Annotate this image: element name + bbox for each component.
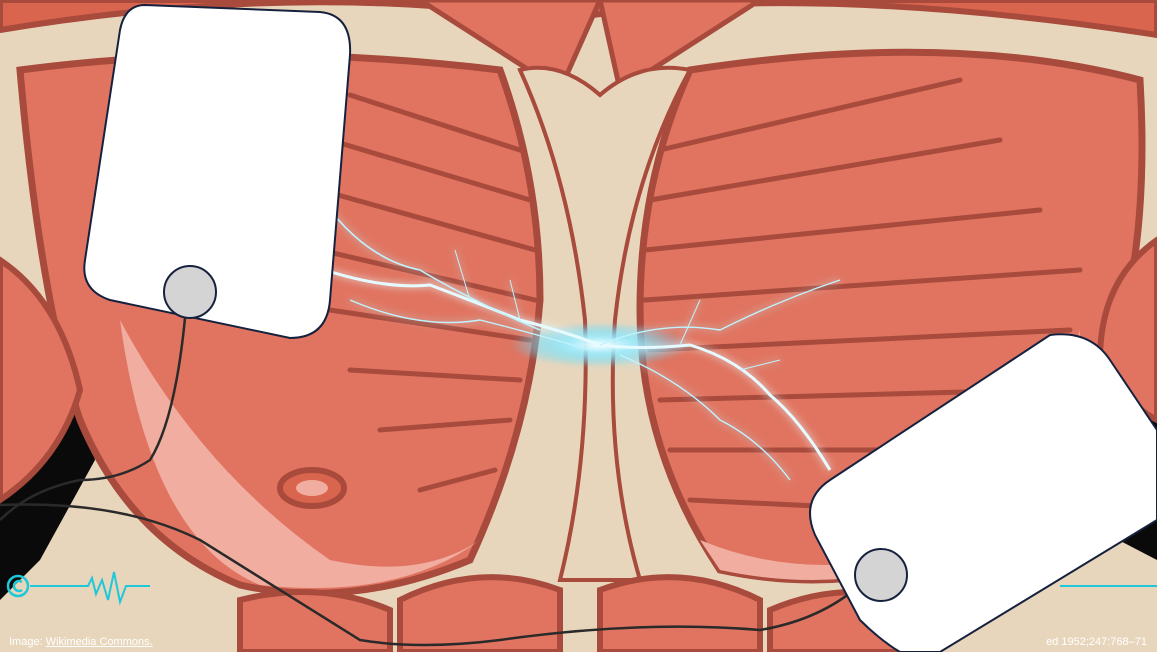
right-electrode-button [855,549,907,601]
left-electrode-pad [84,5,350,338]
image-credit-prefix: Image: [9,636,46,648]
left-electrode-button [164,266,216,318]
reference-citation: ed 1952;247:768–71 [1046,636,1147,648]
image-credit-link[interactable]: Wikimedia Commons. [46,636,153,648]
image-credit: Image: Wikimedia Commons. [9,636,153,648]
